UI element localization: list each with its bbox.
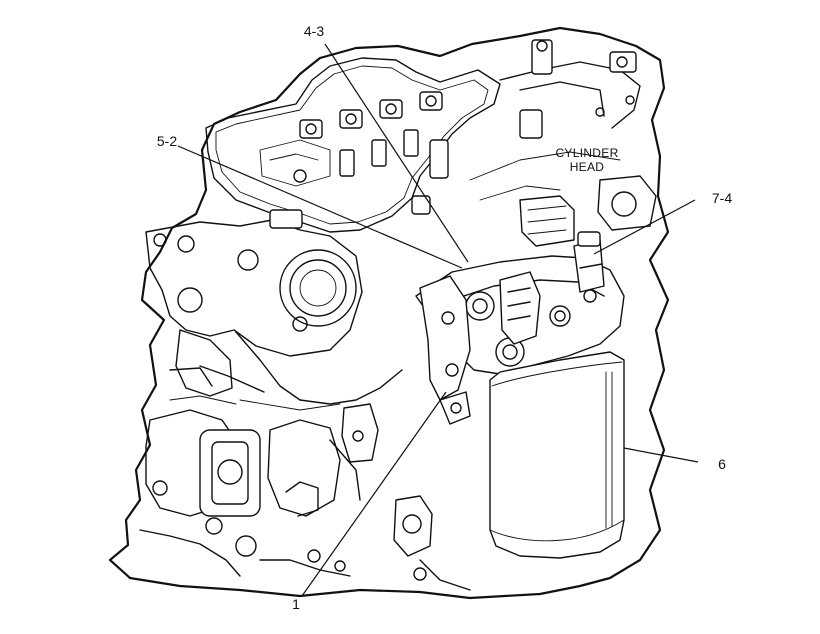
leader-5-2 bbox=[177, 145, 463, 269]
leader-7-4 bbox=[593, 199, 696, 255]
front-housing bbox=[145, 209, 403, 405]
leader-1 bbox=[301, 391, 447, 597]
callout-6: 6 bbox=[718, 456, 726, 472]
filter-base bbox=[415, 231, 625, 425]
region-label-line1: CYLINDER bbox=[555, 146, 618, 160]
callouts: 4-3 5-2 7-4 6 1 bbox=[157, 23, 732, 612]
cylinder-head bbox=[411, 39, 657, 247]
callout-5-2: 5-2 bbox=[157, 133, 177, 149]
valve-train-details bbox=[259, 91, 443, 187]
callout-7-4: 7-4 bbox=[712, 190, 732, 206]
leader-6 bbox=[623, 447, 699, 463]
callout-1: 1 bbox=[292, 596, 300, 612]
lower-block bbox=[139, 395, 471, 591]
leader-4-3 bbox=[324, 43, 469, 263]
fuel-filter bbox=[489, 351, 625, 559]
region-label-line2: HEAD bbox=[570, 160, 605, 174]
callout-4-3: 4-3 bbox=[304, 23, 324, 39]
engine-block bbox=[108, 26, 670, 600]
cylinder-head-label: CYLINDER HEAD bbox=[555, 146, 618, 174]
